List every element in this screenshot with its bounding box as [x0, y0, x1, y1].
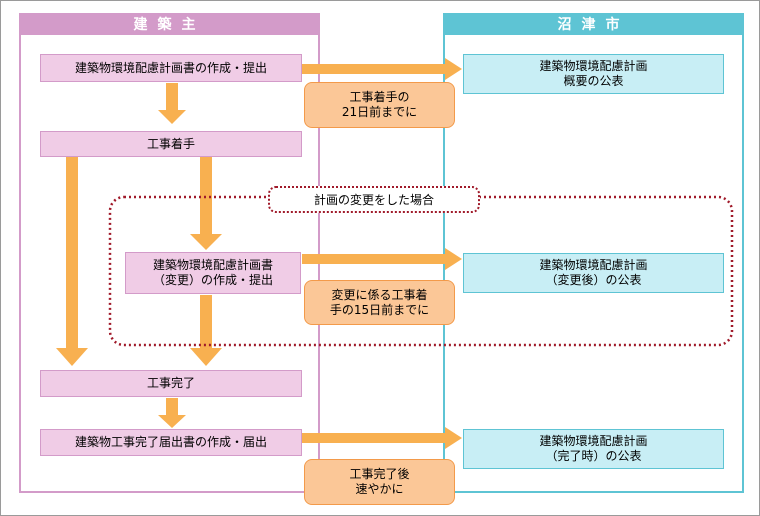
- arrow-down-change-mid: [190, 295, 222, 366]
- arrow-down-start-left: [56, 157, 88, 366]
- step-submit-plan: 建築物環境配慮計画書の作成・提出: [40, 54, 302, 82]
- pub-after-change-line1: 建築物環境配慮計画: [539, 258, 648, 272]
- pub-summary-line1: 建築物環境配慮計画: [539, 59, 648, 73]
- pub-on-completion-line2: （完了時）の公表: [545, 449, 642, 463]
- pub-on-completion: 建築物環境配慮計画 （完了時）の公表: [463, 429, 724, 469]
- note-after-completion-line2: 速やかに: [355, 482, 404, 496]
- pub-after-change-line2: （変更後）の公表: [545, 273, 642, 287]
- step-complete-work: 工事完了: [40, 370, 302, 397]
- note-change: 変更に係る工事着 手の15日前までに: [304, 280, 455, 325]
- note-before-start-line2: 21日前までに: [341, 105, 418, 119]
- note-before-start: 工事着手の 21日前までに: [304, 82, 455, 128]
- step-start-work-label: 工事着手: [146, 136, 195, 151]
- pub-summary-line2: 概要の公表: [563, 74, 624, 88]
- note-before-start-line1: 工事着手の: [349, 90, 410, 104]
- owner-column: 建築主: [19, 13, 320, 493]
- pub-after-change: 建築物環境配慮計画 （変更後）の公表: [463, 253, 724, 293]
- step-change-plan: 建築物環境配慮計画書 （変更）の作成・提出: [125, 252, 301, 294]
- note-change-line2: 手の15日前までに: [329, 302, 430, 317]
- arrow-down-1: [158, 83, 186, 124]
- pub-summary: 建築物環境配慮計画 概要の公表: [463, 54, 724, 94]
- change-case-label-text: 計画の変更をした場合: [313, 193, 434, 207]
- arrow-right-3: [302, 427, 462, 449]
- step-change-plan-line2: （変更）の作成・提出: [152, 273, 273, 287]
- arrow-right-1: [302, 58, 462, 80]
- arrow-right-2: [302, 248, 462, 270]
- note-change-line1: 変更に係る工事着: [331, 287, 428, 302]
- city-column-header: 沼津市: [445, 15, 742, 35]
- pub-on-completion-line1: 建築物環境配慮計画: [539, 434, 648, 448]
- arrow-down-complete: [158, 398, 186, 428]
- step-submit-plan-label: 建築物環境配慮計画書の作成・提出: [74, 60, 267, 75]
- step-completion-report-label: 建築物工事完了届出書の作成・届出: [74, 435, 267, 449]
- note-after-completion-line1: 工事完了後: [349, 467, 410, 481]
- city-column: 沼津市: [443, 13, 744, 493]
- step-change-plan-line1: 建築物環境配慮計画書: [152, 258, 273, 272]
- owner-column-header: 建築主: [21, 15, 318, 35]
- note-after-completion: 工事完了後 速やかに: [304, 459, 455, 505]
- step-start-work: 工事着手: [40, 131, 302, 157]
- step-completion-report: 建築物工事完了届出書の作成・届出: [40, 429, 302, 456]
- change-case-label: 計画の変更をした場合: [268, 186, 480, 213]
- arrow-down-start-mid: [190, 157, 222, 250]
- step-complete-work-label: 工事完了: [146, 376, 195, 390]
